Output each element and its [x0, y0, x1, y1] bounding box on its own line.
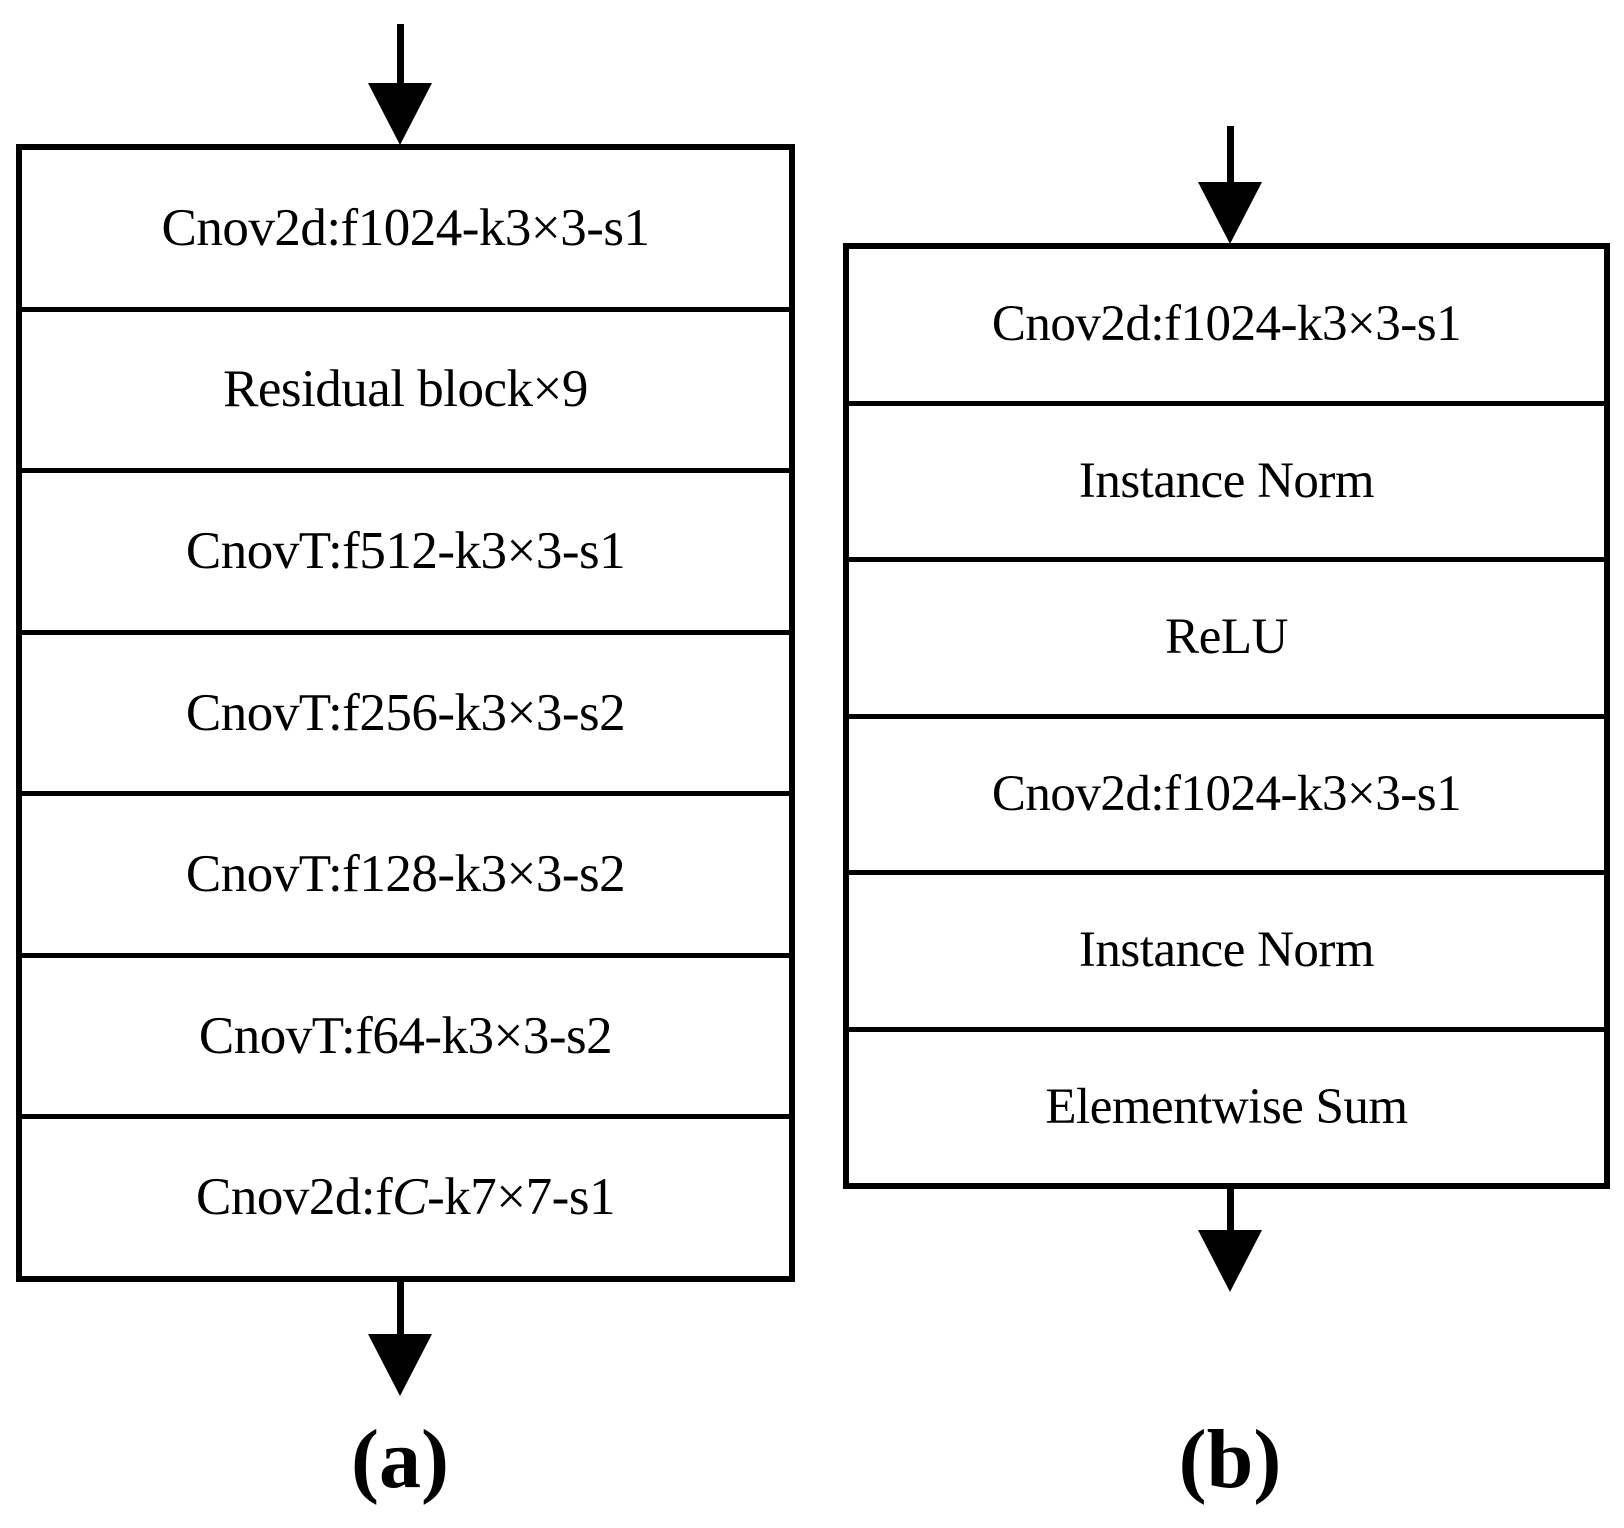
panel-caption-b: (b) — [1178, 1413, 1282, 1506]
panel-caption-a: (a) — [351, 1413, 449, 1506]
layer-label: Cnov2d:fC-k7×7-s1 — [196, 1171, 615, 1224]
layer-row[interactable]: Instance Norm — [849, 405, 1604, 562]
layer-label: Cnov2d:f1024-k3×3-s1 — [991, 765, 1462, 822]
generator-decoder-stack: Cnov2d:f1024-k3×3-s1 Residual block×9 Cn… — [16, 144, 795, 1282]
layer-label-suffix: -k7×7-s1 — [427, 1168, 615, 1227]
layer-row[interactable]: Cnov2d:fC-k7×7-s1 — [22, 1119, 789, 1277]
layer-row[interactable]: CnovT:f128-k3×3-s2 — [22, 796, 789, 958]
layer-label-channel-symbol: C — [392, 1168, 428, 1227]
arrow-shaft — [396, 24, 404, 84]
layer-row[interactable]: Elementwise Sum — [849, 1031, 1604, 1183]
layer-label: CnovT:f512-k3×3-s1 — [185, 521, 626, 580]
layer-label: Instance Norm — [1078, 922, 1375, 979]
layer-label: Cnov2d:f1024-k3×3-s1 — [991, 296, 1462, 353]
layer-label: ReLU — [1165, 609, 1288, 666]
arrow-head — [368, 83, 432, 145]
layer-row[interactable]: Cnov2d:f1024-k3×3-s1 — [22, 150, 789, 312]
arrow-shaft — [1226, 1189, 1234, 1232]
layer-label: CnovT:f128-k3×3-s2 — [185, 845, 626, 904]
layer-row[interactable]: Cnov2d:f1024-k3×3-s1 — [849, 249, 1604, 406]
layer-row[interactable]: CnovT:f256-k3×3-s2 — [22, 634, 789, 797]
layer-label: Cnov2d:f1024-k3×3-s1 — [161, 198, 650, 257]
arrow-down-icon-panel-b-input — [1198, 126, 1262, 244]
layer-row[interactable]: Residual block×9 — [22, 311, 789, 474]
layer-row[interactable]: Instance Norm — [849, 875, 1604, 1032]
arrow-down-icon-panel-a-input — [368, 24, 432, 145]
layer-row[interactable]: ReLU — [849, 562, 1604, 719]
layer-label: CnovT:f64-k3×3-s2 — [198, 1006, 613, 1065]
layer-row[interactable]: Cnov2d:f1024-k3×3-s1 — [849, 718, 1604, 875]
arrow-head — [1198, 1230, 1262, 1292]
residual-block-stack: Cnov2d:f1024-k3×3-s1 Instance Norm ReLU … — [843, 243, 1610, 1189]
arrow-down-icon-panel-a-output — [368, 1282, 432, 1396]
layer-label: CnovT:f256-k3×3-s2 — [185, 683, 626, 742]
layer-label: Elementwise Sum — [1045, 1078, 1408, 1135]
layer-label: Instance Norm — [1078, 452, 1375, 509]
arrow-down-icon-panel-b-output — [1198, 1189, 1262, 1292]
layer-row[interactable]: CnovT:f512-k3×3-s1 — [22, 473, 789, 635]
layer-label: Residual block×9 — [223, 360, 588, 419]
arrow-head — [368, 1334, 432, 1396]
arrow-shaft — [1226, 126, 1234, 183]
arrow-shaft — [396, 1282, 404, 1335]
layer-label-prefix: Cnov2d:f — [196, 1168, 393, 1227]
layer-row[interactable]: CnovT:f64-k3×3-s2 — [22, 957, 789, 1120]
arrow-head — [1198, 182, 1262, 244]
